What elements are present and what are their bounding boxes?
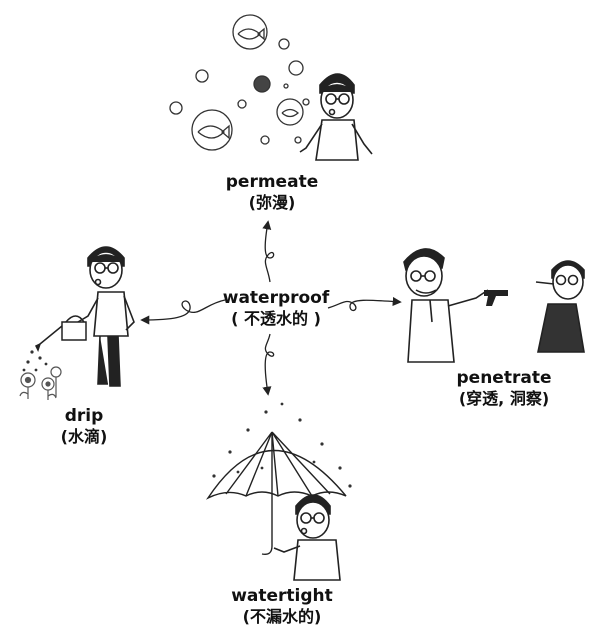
waterproof-chinese: ( 不透水的 ): [231, 309, 321, 329]
rain-drops: [212, 402, 352, 488]
boy-watertight-figure: [273, 494, 341, 581]
boy-drip-figure: [77, 246, 135, 387]
watertight-label: watertight (不漏水的): [231, 586, 333, 627]
drip-chinese: (水滴): [60, 427, 108, 447]
water-drops-left: [22, 350, 48, 372]
watertight-chinese: (不漏水的): [242, 607, 322, 627]
arrow-to-drip: [140, 299, 226, 325]
penetrate-label: penetrate (穿透, 洞察): [457, 368, 552, 409]
penetrate-english: penetrate: [456, 368, 552, 388]
pistol: [484, 290, 508, 306]
waterproof-label: waterproof ( 不透水的 ): [223, 288, 330, 329]
penetrate-chinese: (穿透, 洞察): [458, 389, 550, 409]
bubbles-illustration: [169, 14, 310, 151]
drip-label: drip (水滴): [61, 406, 108, 447]
umbrella: [205, 431, 347, 556]
drip-english: drip: [64, 406, 104, 426]
arrow-to-permeate: [262, 220, 275, 283]
arrow-to-watertight: [262, 333, 275, 396]
arrow-to-penetrate: [327, 296, 402, 312]
boy-penetrate-figure: [535, 260, 585, 353]
waterproof-english: waterproof: [222, 288, 330, 308]
watering-can: [34, 315, 87, 352]
flowers: [19, 366, 62, 400]
watertight-english: watertight: [231, 586, 333, 606]
permeate-english: permeate: [225, 172, 319, 192]
permeate-label: permeate (弥漫): [226, 172, 318, 213]
man-with-gun-figure: [403, 248, 489, 363]
permeate-chinese: (弥漫): [248, 193, 296, 213]
boy-permeate-figure: [299, 73, 373, 161]
